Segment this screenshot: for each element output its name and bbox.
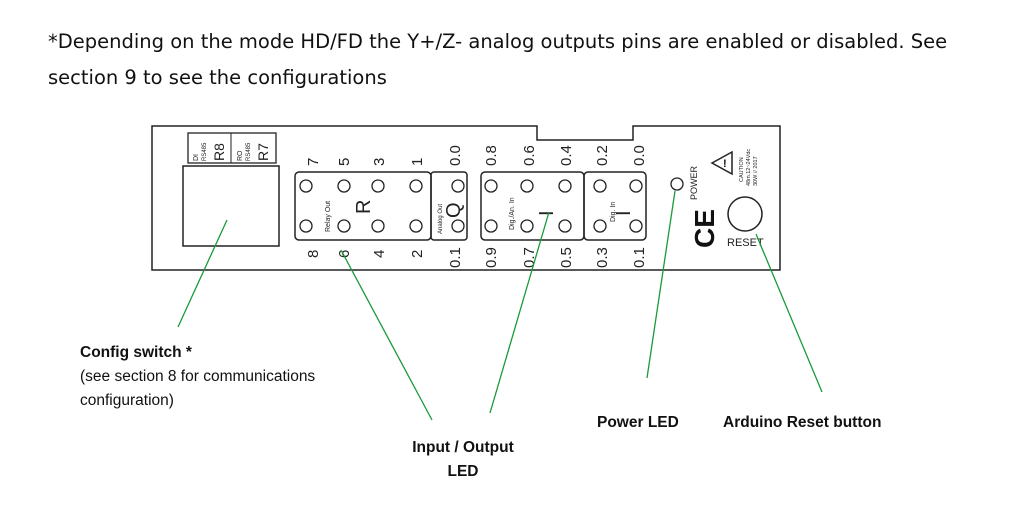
leader-io-led-input xyxy=(489,211,550,414)
relay-led xyxy=(337,219,351,233)
io-led-callout: Input / Output LED xyxy=(392,436,534,484)
analog-out-top: 0.0 xyxy=(447,145,464,166)
intro-line-2: section 9 to see the configurations xyxy=(48,66,387,89)
relay-led xyxy=(299,219,313,233)
config-switch-title: Config switch * xyxy=(80,344,192,361)
dig-an-in-led xyxy=(520,219,534,233)
intro-line-1: *Depending on the mode HD/FD the Y+/Z- a… xyxy=(48,30,948,53)
io-led-line-2: LED xyxy=(447,463,479,480)
leader-reset-button xyxy=(755,233,823,393)
analog-out-box xyxy=(430,171,468,241)
dig-an-in-top-1: 0.8 xyxy=(483,145,500,166)
switch-r8-top: DI xyxy=(193,154,200,161)
config-switch-callout: Config switch * (see section 8 for commu… xyxy=(80,341,315,413)
warning-exclamation-icon: ! xyxy=(723,158,727,170)
warning-text-2: 48m.12~24Vdc xyxy=(746,149,752,186)
dig-in-top-2: 0.0 xyxy=(631,145,648,166)
reset-button-title: Arduino Reset button xyxy=(723,414,882,431)
switch-r7: R7 xyxy=(255,143,271,161)
config-switch-desc-1: (see section 8 for communications xyxy=(80,368,316,385)
dig-in-bottom-2: 0.1 xyxy=(631,247,648,268)
dig-an-in-led xyxy=(484,179,498,193)
warning-text-1: CAUTION xyxy=(739,157,745,182)
config-switch-desc-2: configuration) xyxy=(80,392,174,409)
warning-triangle-icon xyxy=(710,150,733,176)
dig-an-in-group-label: Dig./An. In xyxy=(509,197,516,230)
ce-mark: CE xyxy=(689,209,720,248)
analog-out-letter: Q xyxy=(443,202,465,218)
dig-in-box xyxy=(583,171,647,241)
dig-an-in-led xyxy=(558,219,572,233)
relay-num-top-2: 5 xyxy=(336,158,353,166)
dig-an-in-led xyxy=(484,219,498,233)
switch-r8: R8 xyxy=(211,143,227,161)
leader-config-switch xyxy=(177,219,228,328)
config-switch xyxy=(182,165,280,247)
relay-num-top-4: 1 xyxy=(409,158,426,166)
relay-led xyxy=(337,179,351,193)
switch-r8-sub: RS485 xyxy=(202,142,208,161)
dig-an-in-letter: I xyxy=(536,210,558,216)
dig-in-top-1: 0.2 xyxy=(594,145,611,166)
switch-r7-top: RO xyxy=(237,150,244,161)
relay-letter: R xyxy=(353,200,375,214)
relay-num-bottom-2: 6 xyxy=(336,250,353,258)
relay-led xyxy=(409,179,423,193)
power-led-title: Power LED xyxy=(597,414,679,431)
dig-in-led xyxy=(593,219,607,233)
dig-in-bottom-1: 0.3 xyxy=(594,247,611,268)
dig-in-group-label: Dig. In xyxy=(610,202,617,222)
dig-in-led xyxy=(629,219,643,233)
leader-io-led-relay xyxy=(340,249,433,421)
reset-button xyxy=(727,196,763,232)
reset-button-callout: Arduino Reset button xyxy=(723,411,881,435)
dig-in-led xyxy=(593,179,607,193)
dig-an-in-bottom-3: 0.5 xyxy=(558,247,575,268)
relay-led xyxy=(299,179,313,193)
analog-out-bottom: 0.1 xyxy=(447,247,464,268)
relay-led xyxy=(409,219,423,233)
dig-an-in-bottom-1: 0.9 xyxy=(483,247,500,268)
dig-an-in-top-3: 0.4 xyxy=(558,145,575,166)
power-led xyxy=(670,177,684,191)
intro-text: *Depending on the mode HD/FD the Y+/Z- a… xyxy=(48,24,988,96)
relay-num-bottom-1: 8 xyxy=(305,250,322,258)
dig-in-letter: I xyxy=(613,210,635,216)
relay-led xyxy=(371,219,385,233)
power-led-callout: Power LED xyxy=(597,411,679,435)
reset-label: RESET xyxy=(727,237,764,249)
power-label: POWER xyxy=(689,165,699,200)
relay-num-bottom-3: 4 xyxy=(371,250,388,258)
analog-out-led xyxy=(451,179,465,193)
leader-power-led xyxy=(646,190,676,379)
dig-an-in-led xyxy=(558,179,572,193)
dig-an-in-led xyxy=(520,179,534,193)
warning-text-3: 30W // 2017 xyxy=(753,156,759,186)
analog-out-led xyxy=(451,219,465,233)
relay-group-label: Relay Out xyxy=(325,201,332,232)
relay-num-top-1: 7 xyxy=(305,158,322,166)
relay-num-bottom-4: 2 xyxy=(409,250,426,258)
switch-r7-sub: RS485 xyxy=(246,142,252,161)
dig-in-led xyxy=(629,179,643,193)
io-led-line-1: Input / Output xyxy=(412,439,514,456)
analog-out-group-label: Analog Out xyxy=(438,204,444,234)
switch-label-frame xyxy=(187,132,277,164)
relay-led xyxy=(371,179,385,193)
panel-outline xyxy=(151,125,781,271)
dig-an-in-top-2: 0.6 xyxy=(521,145,538,166)
relay-num-top-3: 3 xyxy=(371,158,388,166)
